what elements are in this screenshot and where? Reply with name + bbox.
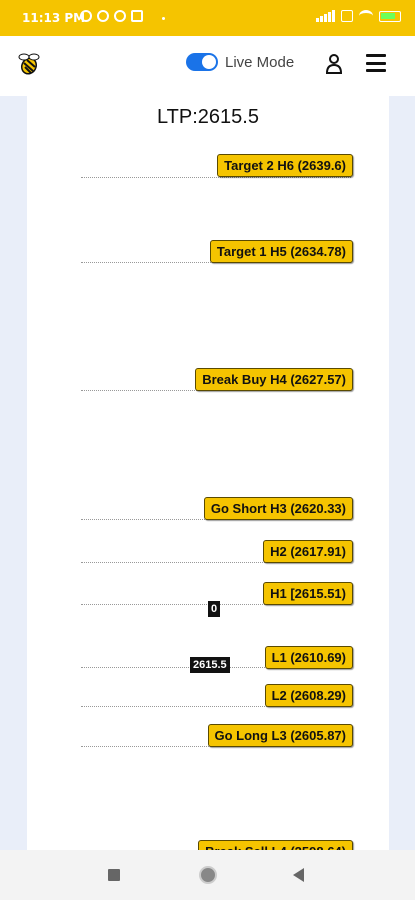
wifi-icon	[359, 10, 373, 22]
battery-icon	[379, 10, 401, 22]
signal-icon	[316, 10, 335, 22]
alarm-icon	[80, 10, 92, 22]
user-icon[interactable]	[326, 54, 342, 74]
level-label-l2: L2 (2608.29)	[264, 684, 353, 707]
back-icon[interactable]	[293, 868, 304, 882]
level-label-l3: Go Long L3 (2605.87)	[207, 724, 353, 747]
level-line-h2	[81, 562, 351, 563]
level-label-h6: Target 2 H6 (2639.6)	[217, 154, 353, 177]
level-line-h6	[81, 177, 351, 178]
notification-icons	[80, 10, 143, 22]
bee-logo-icon[interactable]	[16, 51, 42, 77]
level-chart-card: LTP:2615.5 Target 2 H6 (2639.6) Target 1…	[27, 96, 389, 850]
level-label-h3: Go Short H3 (2620.33)	[203, 497, 353, 520]
status-time: 11:13 PM	[22, 11, 86, 25]
ltp-title: LTP:2615.5	[157, 106, 259, 128]
mail-icon	[131, 10, 143, 22]
level-line-l2	[81, 706, 351, 707]
app-notification-icon	[114, 10, 126, 22]
live-mode-label: Live Mode	[225, 54, 295, 71]
live-mode-toggle[interactable]	[186, 53, 218, 71]
notification-dot-icon	[162, 17, 165, 20]
level-label-l4: Break Sell L4 (2598.64)	[198, 840, 353, 850]
sim-icon	[341, 10, 353, 22]
home-icon[interactable]	[199, 866, 217, 884]
app-header: Live Mode	[0, 36, 415, 96]
level-label-h5: Target 1 H5 (2634.78)	[209, 240, 353, 263]
level-label-h4: Break Buy H4 (2627.57)	[195, 368, 353, 391]
level-label-h1: H1 [2615.51)	[263, 582, 353, 605]
recent-apps-icon[interactable]	[108, 869, 120, 881]
hamburger-menu-icon[interactable]	[366, 54, 386, 72]
zero-marker: 0	[208, 601, 221, 617]
system-icons	[316, 10, 401, 22]
level-label-l1: L1 (2610.69)	[264, 646, 353, 669]
whatsapp-icon	[97, 10, 109, 22]
system-nav-bar	[0, 850, 415, 900]
status-bar: 11:13 PM	[0, 0, 415, 36]
ltp-marker: 2615.5	[190, 657, 230, 673]
level-label-h2: H2 (2617.91)	[263, 540, 353, 563]
